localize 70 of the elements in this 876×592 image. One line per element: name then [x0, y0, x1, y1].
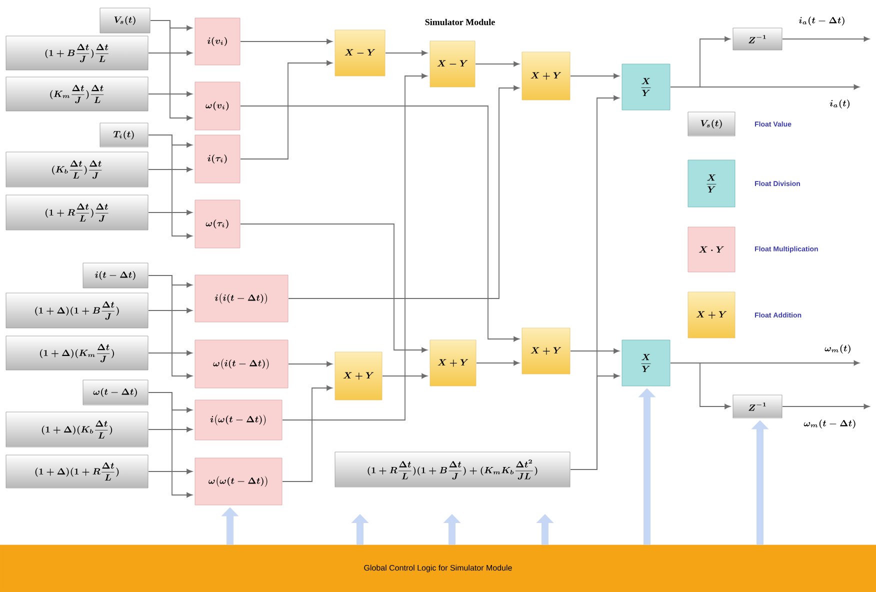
multiplier-box: $i(\tau_i)$: [194, 134, 240, 184]
arrow: [570, 348, 620, 354]
value-box: $T_i(t)$: [100, 122, 148, 148]
delay-box: $Z^{-1}$: [732, 394, 782, 418]
multiplier-box: $\omega\big(i(t-\Delta t)\big)$: [194, 340, 288, 388]
arrow: [240, 106, 520, 342]
arrow: [148, 468, 192, 474]
edge-label: $\omega_m(t-\Delta t)$: [804, 419, 856, 428]
legend-sample-box: $X\cdot Y$: [688, 226, 736, 272]
arrow: [670, 362, 730, 410]
value-box: $(1+R\frac{\Delta t}{L})\frac{\Delta t}{J}$: [6, 194, 148, 230]
legend-sample-box: $X+Y$: [688, 292, 736, 338]
multiplier-box: $\omega(v_i)$: [194, 82, 240, 130]
arrow: [148, 166, 192, 172]
arrow: [150, 20, 192, 121]
edge-label: $i_a(t-\Delta t)$: [798, 16, 844, 26]
arrow: [148, 275, 192, 379]
multiplier-box: $i(v_i)$: [194, 18, 240, 66]
multiplier-box: $\omega\big(\omega(t-\Delta t)\big)$: [194, 458, 282, 506]
arrow: [240, 60, 332, 160]
arrow: [148, 134, 192, 239]
arrow: [782, 36, 870, 42]
arrow: [475, 61, 520, 67]
arrow: [148, 50, 192, 56]
arrow: [240, 38, 332, 44]
arrow: [240, 224, 428, 353]
delay-box: $Z^{-1}$: [732, 28, 782, 50]
adder-box: $X+Y$: [334, 352, 382, 400]
adder-box: $X+Y$: [522, 52, 570, 100]
arrow: [288, 361, 332, 367]
arrow: [570, 373, 620, 470]
arrow: [282, 73, 428, 420]
arrow: [385, 50, 428, 56]
arrow: [148, 308, 192, 314]
value-box: $(1+\Delta)(1+R\frac{\Delta t}{L})$: [6, 454, 148, 488]
arrow: [570, 73, 620, 79]
edge-label: $i_a(t)$: [830, 100, 850, 108]
multiplier-box: $\omega(\tau_i)$: [194, 200, 240, 248]
multiplier-box: $i\big(\omega(t-\Delta t)\big)$: [194, 400, 282, 440]
value-box: $(1+\Delta)(K_m\frac{\Delta t}{J})$: [6, 336, 148, 370]
arrow: [782, 404, 870, 410]
value-box: $(K_m\frac{\Delta t}{J})\frac{\Delta t}{L}$: [6, 76, 148, 112]
value-box: $\omega(t-\Delta t)$: [82, 380, 148, 406]
arrow: [476, 360, 520, 366]
value-box: $(1+B\frac{\Delta t}{J})\frac{\Delta t}{L}$: [6, 36, 148, 70]
arrow: [288, 85, 520, 299]
arrow: [670, 84, 860, 90]
adder-box: $X+Y$: [430, 340, 476, 386]
arrow: [282, 385, 332, 482]
value-box: $i(t-\Delta t)$: [82, 262, 148, 288]
arrow: [148, 426, 192, 432]
control-logic-band: Global Control Logic for Simulator Module: [0, 544, 876, 592]
value-box: $(1+\Delta)(K_b\frac{\Delta t}{L})$: [6, 412, 148, 448]
legend-sample-box: $\frac{X}{Y}$: [688, 160, 736, 208]
adder-box: $X-Y$: [430, 40, 476, 88]
legend-sample-box: $V_s(t)$: [688, 112, 736, 136]
title: Simulator Module: [425, 18, 495, 26]
value-box: $V_s(t)$: [100, 8, 150, 34]
adder-box: $X-Y$: [334, 30, 386, 76]
adder-box: $X+Y$: [522, 328, 570, 374]
arrow: [148, 91, 192, 97]
arrow: [148, 392, 192, 498]
value-box: $(K_b\frac{\Delta t}{L})\frac{\Delta t}{J}$: [6, 152, 148, 188]
arrow: [382, 373, 428, 379]
value-box: $(1+\Delta)(1+B\frac{\Delta t}{J})$: [6, 292, 148, 328]
arrow: [148, 350, 192, 356]
value-box: $(1+R\frac{\Delta t}{L})(1+B\frac{\Delta t}{J})+(K_mK_b\frac{\Delta t^2}{JL})$: [334, 452, 570, 488]
edge-label: $\omega_m(t)$: [824, 344, 850, 354]
arrow: [148, 210, 192, 216]
multiplier-box: $i\big(i(t-\Delta t)\big)$: [194, 274, 288, 322]
